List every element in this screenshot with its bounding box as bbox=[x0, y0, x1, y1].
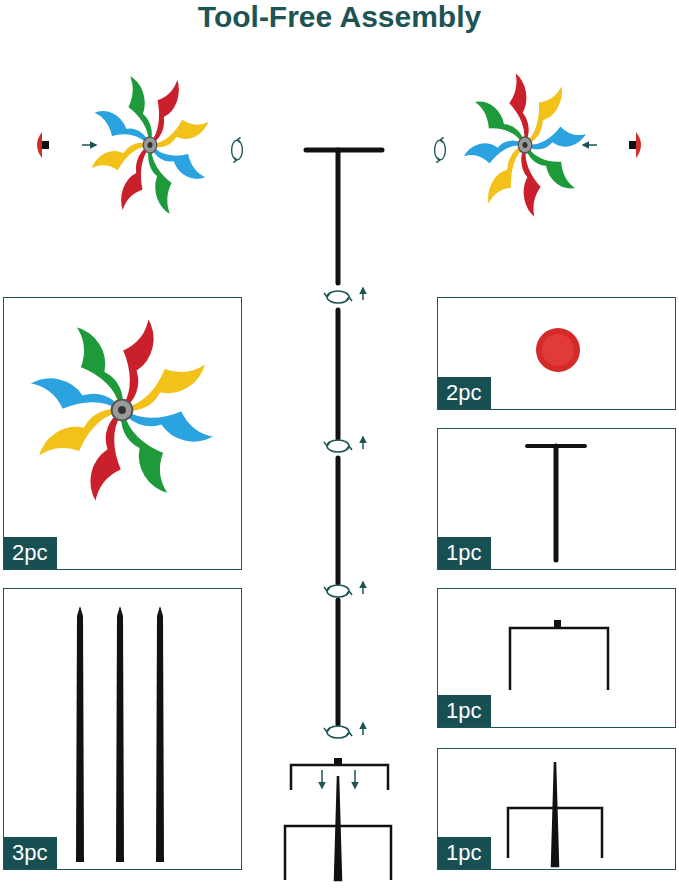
quantity-label: 1pc bbox=[438, 695, 491, 727]
part-box: 1pc bbox=[437, 748, 676, 870]
pinwheel bbox=[444, 49, 607, 240]
quantity-label: 2pc bbox=[4, 537, 57, 569]
pinwheel bbox=[28, 316, 215, 503]
rotate-icon bbox=[232, 137, 243, 162]
part-box: 1pc bbox=[437, 588, 676, 728]
quantity-label: 1pc bbox=[438, 837, 491, 869]
rods bbox=[76, 606, 164, 862]
part-box: 3pc bbox=[3, 588, 242, 870]
spike-stake bbox=[508, 762, 602, 866]
quantity-label: 2pc bbox=[438, 377, 491, 409]
part-box: 1pc bbox=[437, 428, 676, 570]
u-stake bbox=[510, 620, 608, 690]
quantity-label: 3pc bbox=[4, 837, 57, 869]
cap-side bbox=[37, 132, 96, 158]
joint-icons bbox=[324, 288, 363, 738]
cap bbox=[536, 328, 580, 372]
title: Tool-Free Assembly bbox=[0, 0, 679, 34]
cap-side bbox=[583, 132, 641, 158]
stake-assembly bbox=[285, 758, 391, 880]
center-pole bbox=[306, 150, 382, 724]
rotate-icon bbox=[435, 137, 446, 162]
part-box: 2pc bbox=[3, 297, 242, 570]
t-pole bbox=[527, 446, 585, 560]
pinwheel bbox=[79, 62, 221, 229]
part-box: 2pc bbox=[437, 297, 676, 410]
quantity-label: 1pc bbox=[438, 537, 491, 569]
